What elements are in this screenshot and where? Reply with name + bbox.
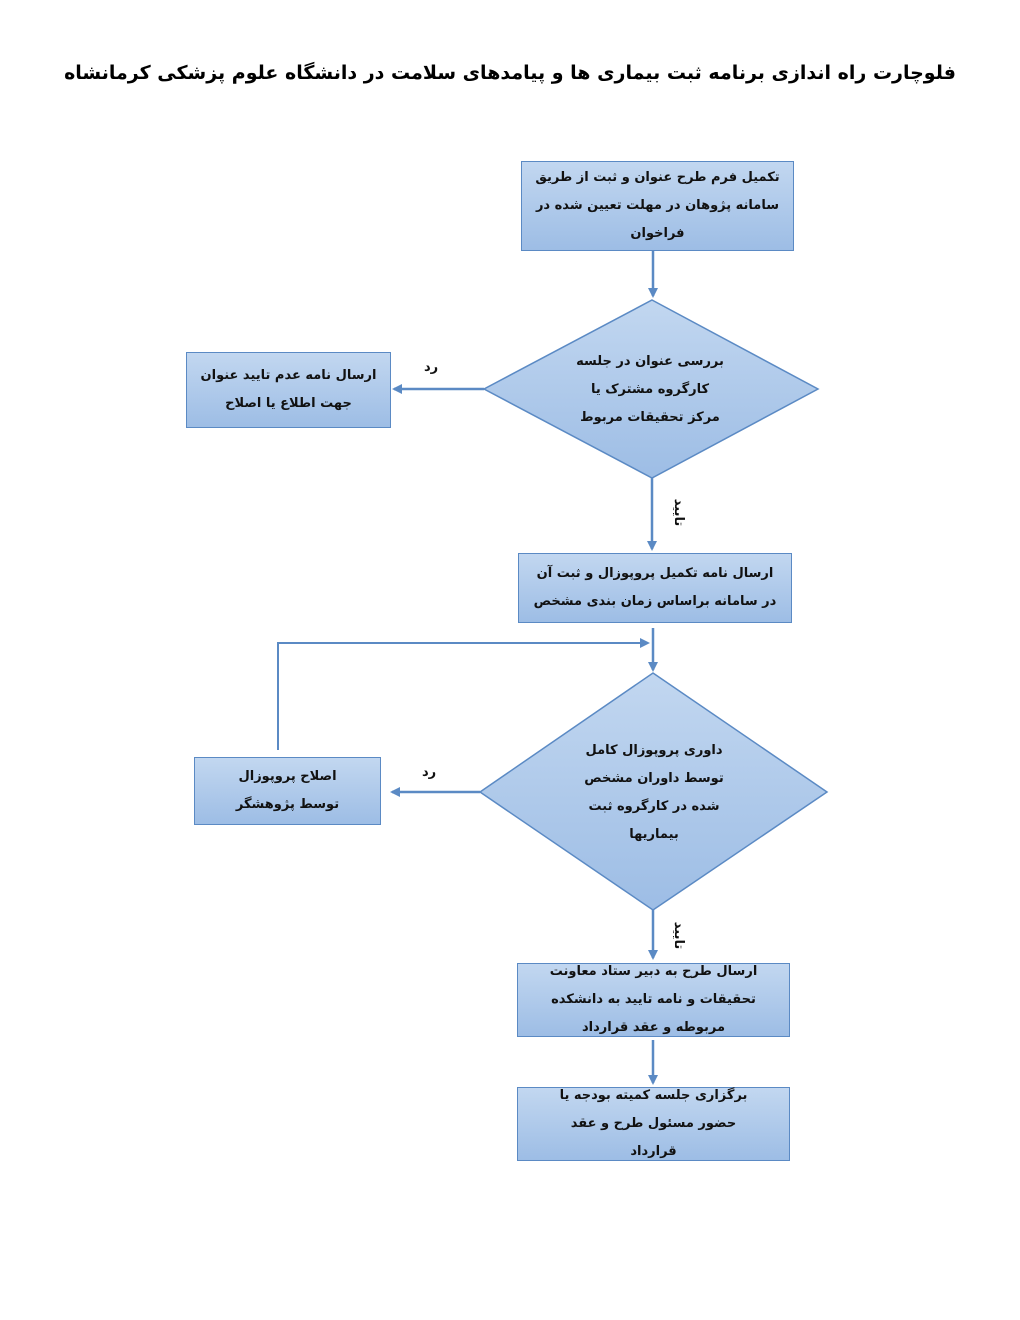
step1-text: تکمیل فرم طرح عنوان و ثبت از طریق سامانه… [535,170,780,241]
reject1-text: ارسال نامه عدم تایید عنوان جهت اطلاع یا … [200,368,377,411]
reject2-box: اصلاح پروپوزال توسط پژوهشگر [194,757,381,825]
approve-label-2: تایید [671,921,687,950]
reject-label-2: رد [422,765,437,780]
decision2-text: داوری پروپوزال کامل توسط داوران مشخص شده… [584,743,724,842]
reject-label-1: رد [424,360,439,375]
step4-box: برگزاری جلسه کمیته بودجه یا حضور مسئول ط… [517,1087,790,1161]
decision1-text: بررسی عنوان در جلسه کارگروه مشترک یا مرک… [576,354,724,425]
step3-text: ارسال طرح به دبیر ستاد معاونت تحقیقات و … [549,964,758,1035]
step3-box: ارسال طرح به دبیر ستاد معاونت تحقیقات و … [517,963,790,1037]
step4-text: برگزاری جلسه کمیته بودجه یا حضور مسئول ط… [559,1088,748,1159]
reject1-box: ارسال نامه عدم تایید عنوان جهت اطلاع یا … [186,352,391,428]
step1-box: تکمیل فرم طرح عنوان و ثبت از طریق سامانه… [521,161,794,251]
step2-text: ارسال نامه تکمیل پروپوزال و ثبت آن در سا… [533,566,777,609]
reject2-text: اصلاح پروپوزال توسط پژوهشگر [235,769,340,812]
step2-box: ارسال نامه تکمیل پروپوزال و ثبت آن در سا… [518,553,792,623]
page-title: فلوچارت راه اندازی برنامه ثبت بیماری ها … [64,62,956,84]
approve-label-1: تایید [671,498,687,527]
arrow-reject2-loop [277,638,650,750]
